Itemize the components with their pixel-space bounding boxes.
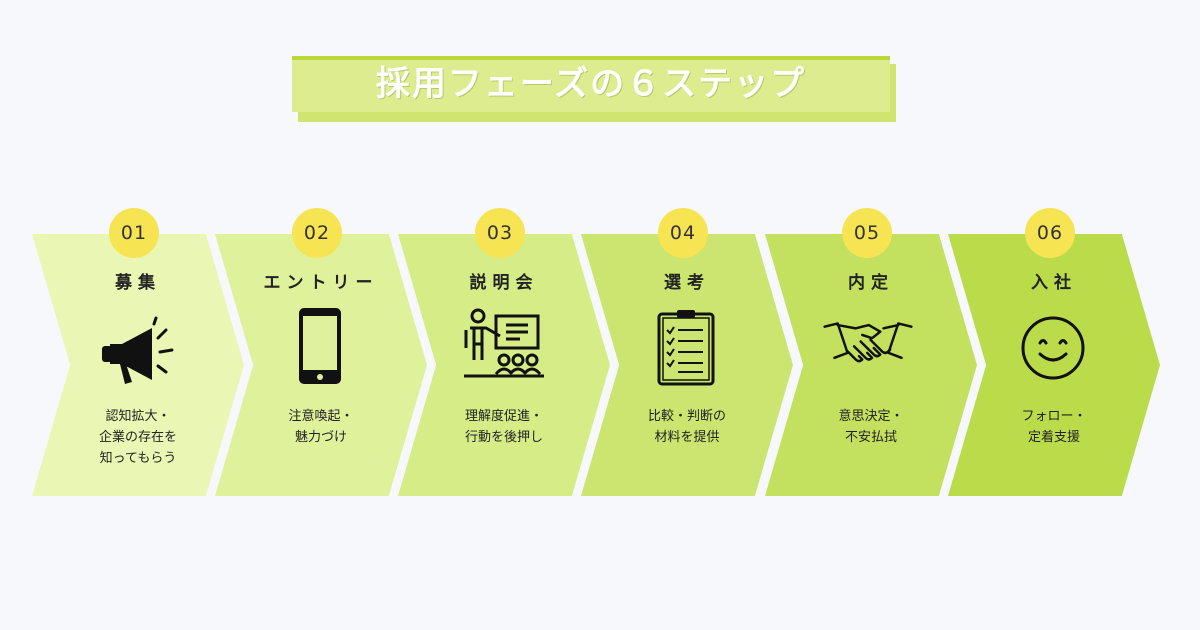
step-4-title: 選考	[664, 273, 710, 293]
step-3-number-badge: 03	[475, 208, 525, 258]
step-5-description: 意思決定・ 不安払拭	[765, 406, 977, 448]
step-3-description-line: 理解度促進・	[464, 409, 543, 424]
step-6-number-badge: 06	[1025, 208, 1075, 258]
smiley-face-icon	[1021, 316, 1085, 380]
title-banner-box	[292, 56, 890, 112]
step-1-description-line: 知ってもらう	[99, 451, 177, 466]
step-3-description: 理解度促進・ 行動を後押し	[398, 406, 610, 448]
step-3-title: 説明会	[469, 273, 539, 293]
step-1-description: 認知拡大・ 企業の存在を 知ってもらう	[32, 406, 244, 469]
step-6-description-line: 定着支援	[1027, 430, 1080, 445]
step-6-description: フォロー・ 定着支援	[948, 406, 1160, 448]
clipboard-checklist-icon	[657, 310, 715, 386]
step-4-description: 比較・判断の 材料を提供	[581, 406, 793, 448]
step-4-number-badge: 04	[658, 208, 708, 258]
step-1-description-line: 認知拡大・	[105, 409, 171, 424]
smartphone-icon	[299, 308, 341, 384]
step-1: 01 募集 認知拡大・ 企業の存在を 知ってもらう	[32, 208, 244, 498]
step-2-description: 注意喚起・ 魅力づけ	[215, 406, 427, 448]
step-2-description-line: 魅力づけ	[294, 430, 347, 445]
step-1-description-line: 企業の存在を	[98, 430, 177, 445]
step-6: 06 入社 フォロー・ 定着支援	[948, 208, 1160, 498]
handshake-icon	[823, 322, 913, 363]
megaphone-icon	[102, 316, 174, 384]
step-5-description-line: 意思決定・	[838, 409, 904, 424]
step-3-description-line: 行動を後押し	[464, 430, 543, 445]
step-2-number-badge: 02	[292, 208, 342, 258]
step-6-title: 入社	[1031, 273, 1077, 293]
step-2: 02 エントリー 注意喚起・ 魅力づけ	[215, 208, 427, 498]
title-banner: 採用フェーズの６ステップ	[292, 56, 896, 122]
step-5-number-badge: 05	[842, 208, 892, 258]
step-1-number-badge: 01	[109, 208, 159, 258]
page-title: 採用フェーズの６ステップ	[375, 64, 807, 104]
presentation-icon	[464, 308, 544, 378]
step-5-title: 内定	[848, 273, 894, 293]
step-5-description-line: 不安払拭	[844, 430, 897, 445]
step-4-description-line: 比較・判断の	[647, 409, 726, 424]
step-2-description-line: 注意喚起・	[288, 409, 354, 424]
step-5: 05 内定 意思決定・ 不安払拭	[765, 208, 977, 498]
step-4-description-line: 材料を提供	[654, 430, 720, 445]
step-1-title: 募集	[115, 273, 161, 293]
step-3: 03 説明会 理解度促進・ 行動を後押し	[398, 208, 610, 498]
step-6-description-line: フォロー・	[1021, 409, 1087, 424]
step-2-title: エントリー	[263, 273, 379, 293]
step-4: 04 選考 比較・判断の 材料を提供	[581, 208, 793, 498]
